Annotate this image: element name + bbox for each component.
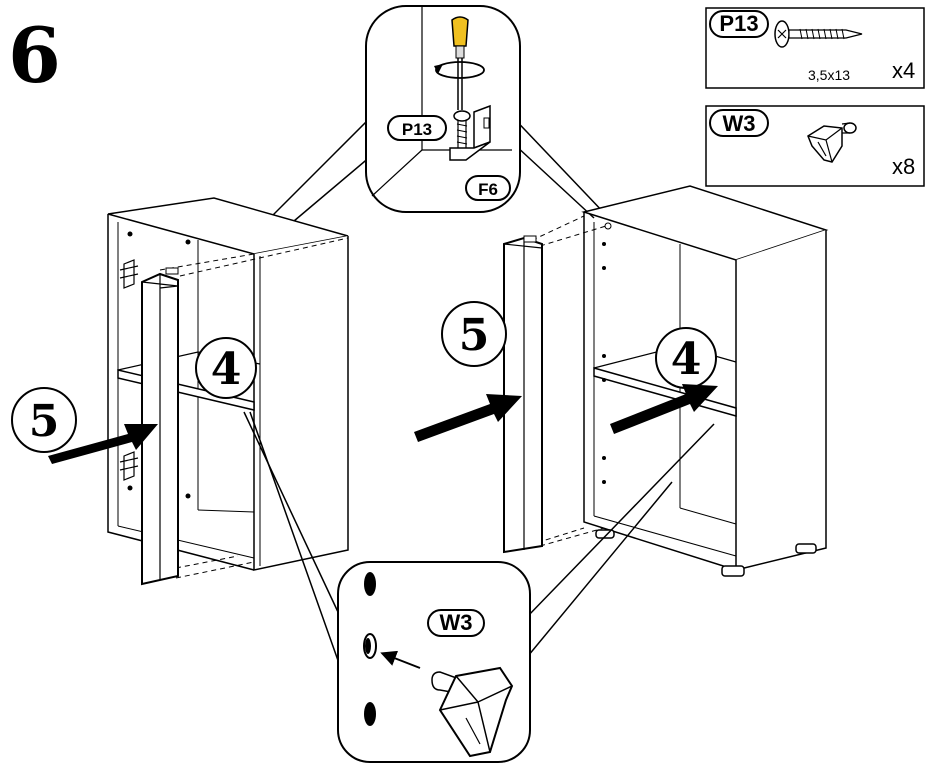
shelf-number-left: 4 [211,344,242,395]
shelf-support-icon [807,122,857,163]
push-arrow-icon [48,424,158,464]
support-code-label: W3 [723,111,756,136]
screw-icon [774,20,863,48]
cabinet-left [107,197,349,586]
parts-box-screw: P13 3,5x13 x4 [705,7,925,89]
step-number: 6 [8,11,61,100]
shelf-label-right: 4 [655,327,717,389]
zoom-bubble-bottom: W3 [243,411,715,763]
screw-size-label: 3,5x13 [808,67,850,83]
rotation-arrow-icon [434,61,485,79]
panel-label-left: 5 [11,387,77,453]
shelf-number-right: 4 [671,334,702,385]
panel-number-left: 5 [29,396,60,447]
zoom-bubble-top: P13 F6 [247,5,607,249]
parts-box-support: W3 x8 [705,105,925,187]
push-arrow-icon [610,384,718,434]
zoom-support-label: W3 [440,610,473,635]
bracket-screw-detail [449,104,491,161]
push-arrow-icon [414,394,522,442]
zoom-bracket-label: F6 [478,180,498,199]
screw-code-label: P13 [719,11,758,36]
screw-qty-label: x4 [892,58,915,83]
shelf-label-left: 4 [195,337,257,399]
support-qty-label: x8 [892,154,915,179]
screwdriver-icon [451,16,469,110]
panel-label-right: 5 [441,301,507,367]
panel-number-right: 5 [459,310,490,361]
zoom-screw-label: P13 [402,120,432,139]
shelf-support-icon [431,666,514,758]
cabinet-right [503,185,829,577]
